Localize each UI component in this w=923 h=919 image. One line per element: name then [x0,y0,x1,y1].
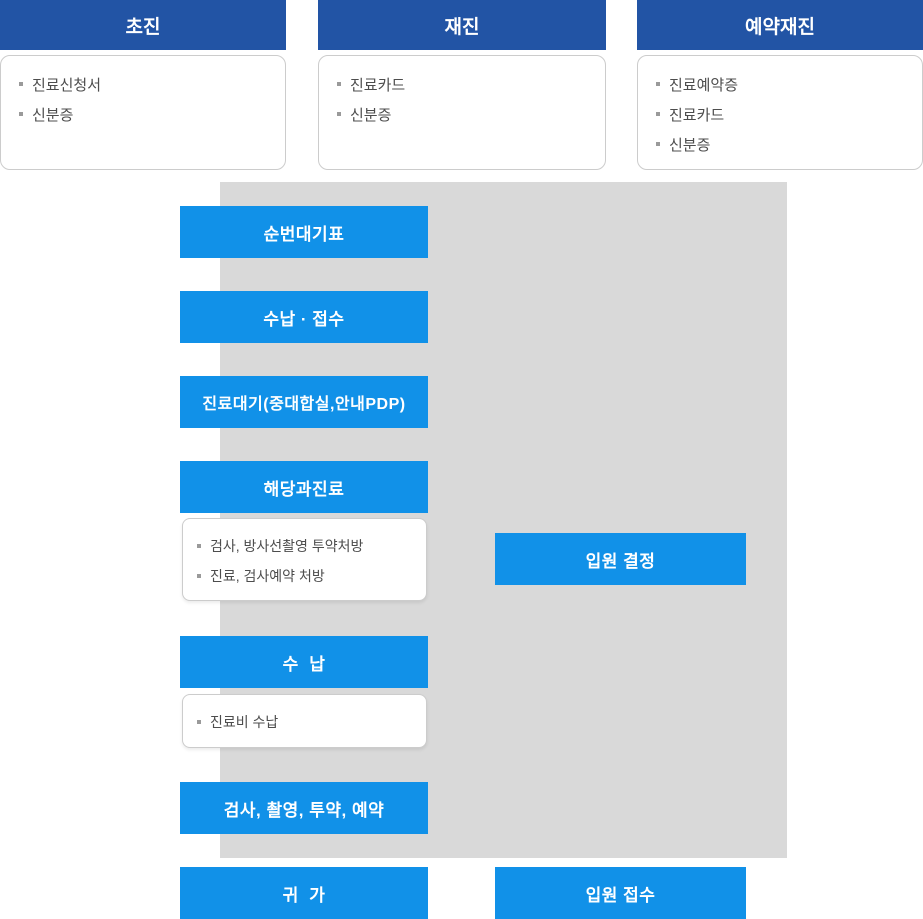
document-item: 신분증 [337,99,605,129]
detail-item: 진료, 검사예약 처방 [197,561,426,591]
detail-label: 진료비 수납 [210,714,279,730]
visit-type-column-first-visit: 초진 진료신청서 신분증 [0,0,286,175]
document-item: 진료예약증 [656,69,922,99]
bullet-icon [19,112,23,116]
document-label: 진료예약증 [669,76,739,94]
visit-type-header: 초진 [0,0,286,50]
flow-step-waiting-number-ticket: 순번대기표 [180,206,428,258]
document-item: 신분증 [19,99,285,129]
detail-label: 검사, 방사선촬영 투약처방 [210,538,364,554]
flow-step-department-treatment: 해당과진료 [180,461,428,513]
detail-label: 진료, 검사예약 처방 [210,568,325,584]
detail-item: 검사, 방사선촬영 투약처방 [197,531,426,561]
flow-step-treatment-waiting: 진료대기(중대합실,안내PDP) [180,376,428,428]
required-documents-card: 진료카드 신분증 [318,55,606,170]
department-treatment-details-card: 검사, 방사선촬영 투약처방 진료, 검사예약 처방 [182,518,427,601]
bullet-icon [197,720,201,724]
visit-type-header: 예약재진 [637,0,923,50]
document-label: 진료카드 [350,76,406,94]
bullet-icon [656,142,660,146]
visit-type-column-revisit: 재진 진료카드 신분증 [318,0,606,175]
bullet-icon [656,112,660,116]
detail-item: 진료비 수납 [197,707,426,737]
flow-step-payment: 수 납 [180,636,428,688]
required-documents-card: 진료신청서 신분증 [0,55,286,170]
bullet-icon [337,112,341,116]
document-item: 진료카드 [337,69,605,99]
flow-step-return-home: 귀 가 [180,867,428,919]
document-label: 신분증 [669,136,711,154]
bullet-icon [337,82,341,86]
required-documents-card: 진료예약증 진료카드 신분증 [637,55,923,170]
bullet-icon [19,82,23,86]
document-label: 신분증 [350,106,392,124]
bullet-icon [197,544,201,548]
flow-step-payment-reception: 수납 · 접수 [180,291,428,343]
visit-type-header: 재진 [318,0,606,50]
document-label: 진료카드 [669,106,725,124]
document-item: 진료카드 [656,99,922,129]
bullet-icon [197,574,201,578]
flow-step-admission-reception: 입원 접수 [495,867,746,919]
document-label: 진료신청서 [32,76,102,94]
flow-step-admission-decision: 입원 결정 [495,533,746,585]
flow-step-tests-imaging-medication-reservation: 검사, 촬영, 투약, 예약 [180,782,428,834]
document-item: 진료신청서 [19,69,285,99]
bullet-icon [656,82,660,86]
payment-details-card: 진료비 수납 [182,694,427,748]
visit-type-column-reserved-revisit: 예약재진 진료예약증 진료카드 신분증 [637,0,923,175]
document-item: 신분증 [656,129,922,159]
document-label: 신분증 [32,106,74,124]
